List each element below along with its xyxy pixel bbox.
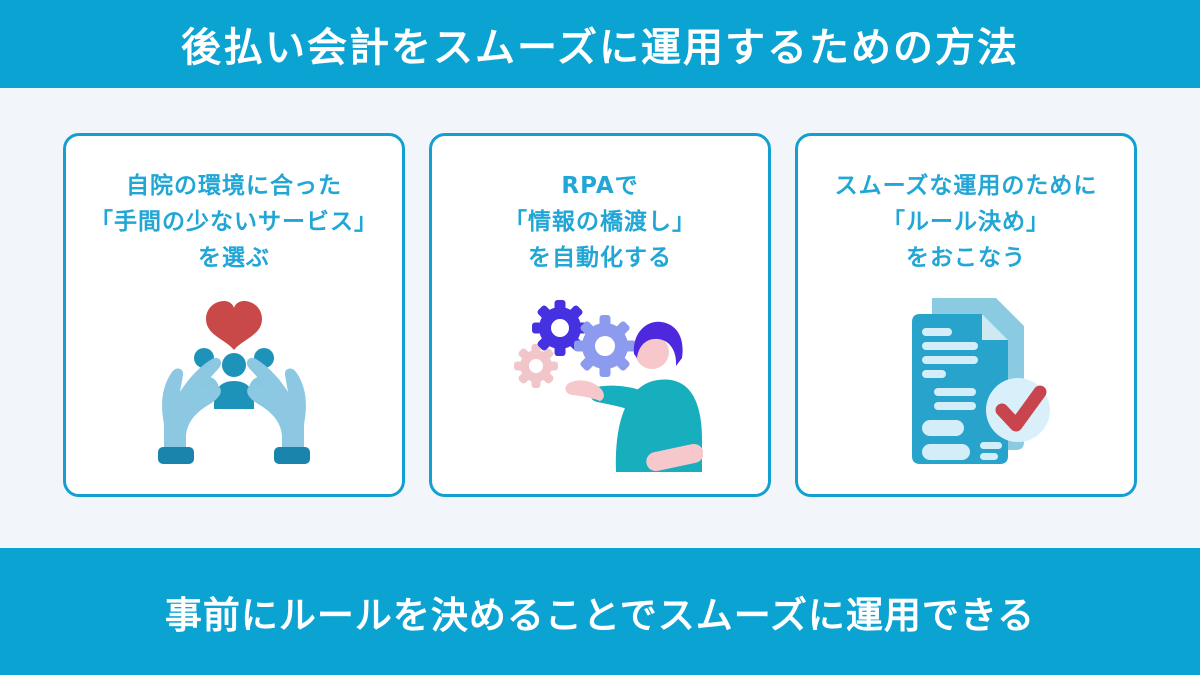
rpa-gears-person-icon <box>497 276 703 488</box>
card-line: 自院の環境に合った <box>126 173 342 199</box>
card-line: 「情報の橋渡し」 <box>504 209 696 235</box>
card-line: スムーズな運用のために <box>834 173 1098 199</box>
card-line: 「ルール決め」 <box>881 209 1050 235</box>
card-line: を自動化する <box>528 245 672 271</box>
card-rule-setting: スムーズな運用のために 「ルール決め」 をおこなう <box>795 133 1137 497</box>
documents-checkmark-icon <box>863 276 1069 488</box>
card-line: をおこなう <box>905 245 1026 271</box>
card-rule-setting-title: スムーズな運用のために 「ルール決め」 をおこなう <box>835 168 1098 276</box>
page-title: 後払い会計をスムーズに運用するための方法 <box>181 25 1019 71</box>
footer-banner: 事前にルールを決めることでスムーズに運用できる <box>0 548 1200 675</box>
card-rpa-automation-title: RPAで 「情報の橋渡し」 を自動化する <box>504 168 696 276</box>
card-line: 「手間の少ないサービス」 <box>90 209 378 235</box>
cards-row: 自院の環境に合った 「手間の少ないサービス」 を選ぶ <box>0 133 1200 497</box>
hands-holding-people-heart-icon <box>131 276 337 488</box>
card-service-selection-title: 自院の環境に合った 「手間の少ないサービス」 を選ぶ <box>90 168 378 276</box>
card-line: RPAで <box>561 173 639 199</box>
header-banner: 後払い会計をスムーズに運用するための方法 <box>0 0 1200 88</box>
card-line: を選ぶ <box>198 245 270 271</box>
conclusion-text: 事前にルールを決めることでスムーズに運用できる <box>164 593 1036 637</box>
card-rpa-automation: RPAで 「情報の橋渡し」 を自動化する <box>429 133 771 497</box>
card-service-selection: 自院の環境に合った 「手間の少ないサービス」 を選ぶ <box>63 133 405 497</box>
